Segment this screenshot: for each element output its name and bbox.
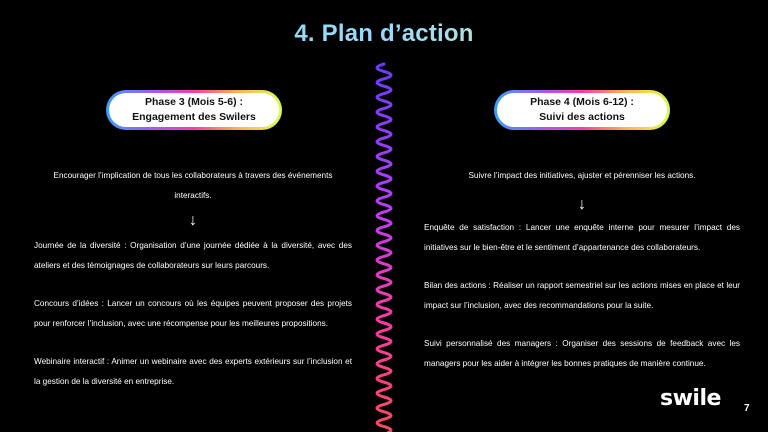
right-intro: Suivre l’impact des initiatives, ajuster… [468,171,696,180]
left-intro: Encourager l’implication de tous les col… [53,171,333,200]
slide-title: 4. Plan d’action [0,20,768,48]
right-item-manager-followup: Suivi personnalisé des managers : Organi… [424,339,740,368]
right-item-action-review: Bilan des actions : Réaliser un rapport … [424,281,740,310]
left-item-ideas-contest: Concours d’idées : Lancer un concours où… [34,299,352,328]
right-column: Suivre l’impact des initiatives, ajuster… [424,166,740,392]
phase-4-title: Phase 4 (Mois 6-12) : [530,96,634,108]
phase-3-subtitle: Engagement des Swilers [132,111,256,123]
phase-3-badge: Phase 3 (Mois 5-6) : Engagement des Swil… [106,90,282,130]
left-item-diversity-day: Journée de la diversité : Organisation d… [34,241,352,270]
phase-4-subtitle: Suivi des actions [539,111,625,123]
phase-3-title: Phase 3 (Mois 5-6) : [144,96,244,108]
arrow-down-icon: ↓ [189,212,197,229]
left-column: Encourager l’implication de tous les col… [34,166,352,410]
right-item-satisfaction-survey: Enquête de satisfaction : Lancer une enq… [424,223,740,252]
phase-4-badge: Phase 4 (Mois 6-12) : Suivi des actions [494,90,670,130]
spring-divider [375,62,393,432]
page-number: 7 [744,403,750,414]
swile-logo: swile [660,386,721,411]
left-item-webinar: Webinaire interactif : Animer un webinai… [34,357,352,386]
arrow-down-icon: ↓ [578,196,586,213]
